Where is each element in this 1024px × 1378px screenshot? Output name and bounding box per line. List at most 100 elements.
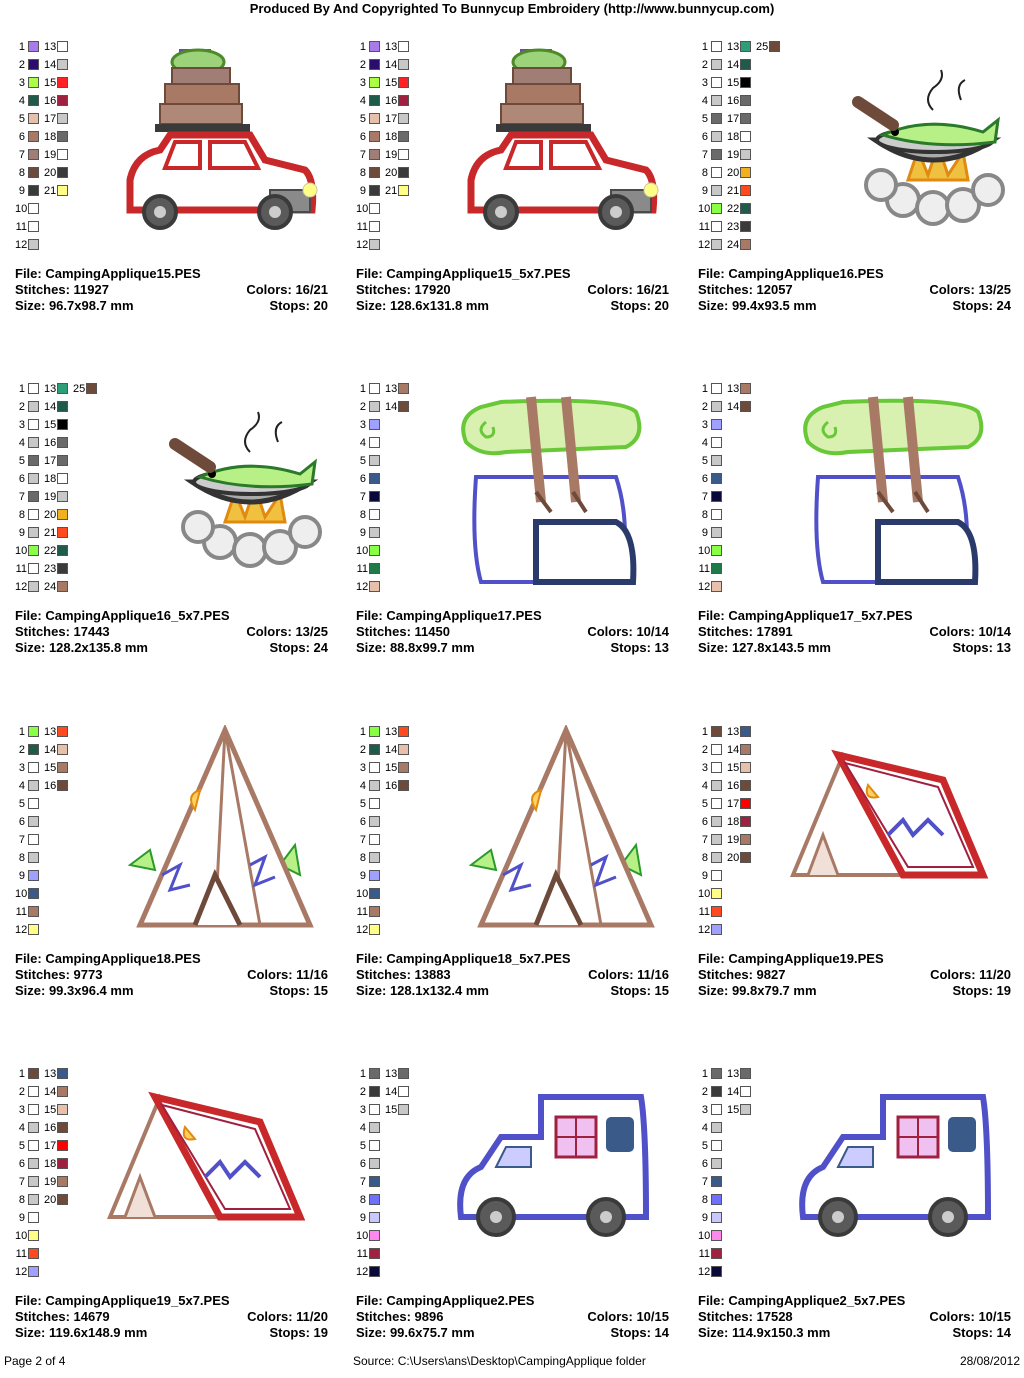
color-number: 6 bbox=[701, 473, 708, 485]
stitch-count: Stitches: 14679 bbox=[15, 1309, 110, 1324]
file-name: File: CampingApplique15_5x7.PES bbox=[356, 266, 571, 281]
color-number: 1 bbox=[18, 383, 25, 395]
color-number: 17 bbox=[385, 113, 398, 125]
color-number: 5 bbox=[18, 113, 25, 125]
car-luggage-icon bbox=[441, 40, 666, 265]
color-swatch bbox=[28, 816, 39, 827]
color-number: 7 bbox=[701, 1176, 708, 1188]
color-number: 19 bbox=[727, 149, 740, 161]
color-swatch bbox=[57, 383, 68, 394]
file-name: File: CampingApplique2.PES bbox=[356, 1293, 535, 1308]
color-number: 11 bbox=[698, 221, 710, 233]
color-number: 17 bbox=[727, 798, 740, 810]
color-number: 9 bbox=[701, 185, 708, 197]
color-number: 13 bbox=[44, 383, 57, 395]
file-name: File: CampingApplique18.PES bbox=[15, 951, 201, 966]
stitch-count: Stitches: 9896 bbox=[356, 1309, 444, 1324]
color-number: 19 bbox=[385, 149, 398, 161]
color-count: Colors: 10/15 bbox=[587, 1309, 669, 1324]
color-swatch bbox=[711, 149, 722, 160]
stop-count: Stops: 20 bbox=[269, 298, 328, 313]
color-swatch bbox=[57, 545, 68, 556]
color-swatch bbox=[369, 581, 380, 592]
print-date: 28/08/2012 bbox=[959, 1354, 1020, 1368]
color-count: Colors: 10/14 bbox=[929, 624, 1011, 639]
color-number: 12 bbox=[356, 581, 369, 593]
color-count: Colors: 13/25 bbox=[246, 624, 328, 639]
file-name: File: CampingApplique17_5x7.PES bbox=[698, 608, 913, 623]
file-name: File: CampingApplique17.PES bbox=[356, 608, 542, 623]
color-number: 25 bbox=[756, 41, 769, 53]
color-number: 6 bbox=[359, 1158, 366, 1170]
color-swatch bbox=[57, 167, 68, 178]
stitch-count: Stitches: 9827 bbox=[698, 967, 786, 982]
color-count: Colors: 16/21 bbox=[587, 282, 669, 297]
color-number: 14 bbox=[385, 401, 398, 413]
color-swatch bbox=[398, 185, 409, 196]
color-number: 11 bbox=[15, 221, 27, 233]
color-swatch bbox=[369, 1176, 380, 1187]
color-swatch bbox=[711, 185, 722, 196]
color-swatch bbox=[369, 1086, 380, 1097]
color-swatch bbox=[28, 1104, 39, 1115]
color-swatch bbox=[711, 1266, 722, 1277]
file-name: File: CampingApplique15.PES bbox=[15, 266, 201, 281]
color-number: 6 bbox=[701, 131, 708, 143]
color-number: 21 bbox=[44, 185, 57, 197]
color-swatch bbox=[740, 221, 751, 232]
color-swatch bbox=[711, 816, 722, 827]
source-path: Source: C:\Users\ans\Desktop\CampingAppl… bbox=[353, 1354, 646, 1368]
color-number: 7 bbox=[701, 491, 708, 503]
color-swatch bbox=[711, 1212, 722, 1223]
color-number: 12 bbox=[698, 924, 711, 936]
color-swatch bbox=[711, 473, 722, 484]
color-swatch bbox=[28, 852, 39, 863]
color-number: 3 bbox=[701, 419, 708, 431]
color-number: 12 bbox=[15, 924, 28, 936]
color-number: 1 bbox=[359, 41, 366, 53]
color-swatch bbox=[740, 401, 751, 412]
color-number: 18 bbox=[727, 816, 740, 828]
color-swatch bbox=[740, 780, 751, 791]
color-swatch bbox=[369, 852, 380, 863]
color-number: 18 bbox=[44, 473, 57, 485]
color-number: 5 bbox=[701, 455, 708, 467]
color-swatch bbox=[369, 95, 380, 106]
color-number: 6 bbox=[701, 816, 708, 828]
color-swatch bbox=[57, 77, 68, 88]
color-swatch bbox=[369, 1104, 380, 1115]
color-swatch bbox=[711, 834, 722, 845]
color-swatch bbox=[711, 1230, 722, 1241]
color-swatch bbox=[398, 780, 409, 791]
color-swatch bbox=[711, 455, 722, 466]
color-swatch bbox=[711, 906, 722, 917]
color-number: 20 bbox=[44, 1194, 57, 1206]
color-number: 25 bbox=[73, 383, 86, 395]
color-number: 7 bbox=[701, 149, 708, 161]
color-number: 3 bbox=[701, 77, 708, 89]
color-number: 10 bbox=[356, 203, 369, 215]
color-number: 16 bbox=[385, 95, 398, 107]
color-swatch bbox=[369, 744, 380, 755]
color-swatch bbox=[740, 239, 751, 250]
color-number: 13 bbox=[44, 726, 57, 738]
color-number: 7 bbox=[18, 491, 25, 503]
color-swatch bbox=[28, 1176, 39, 1187]
color-swatch bbox=[57, 1068, 68, 1079]
color-number: 7 bbox=[359, 1176, 366, 1188]
color-swatch bbox=[369, 113, 380, 124]
color-number: 5 bbox=[18, 455, 25, 467]
design-size: Size: 96.7x98.7 mm bbox=[15, 298, 134, 313]
color-swatch bbox=[369, 149, 380, 160]
color-number: 13 bbox=[44, 41, 57, 53]
color-swatch bbox=[57, 473, 68, 484]
color-swatch bbox=[398, 59, 409, 70]
color-number: 18 bbox=[44, 1158, 57, 1170]
color-number: 10 bbox=[356, 545, 369, 557]
color-swatch bbox=[28, 906, 39, 917]
